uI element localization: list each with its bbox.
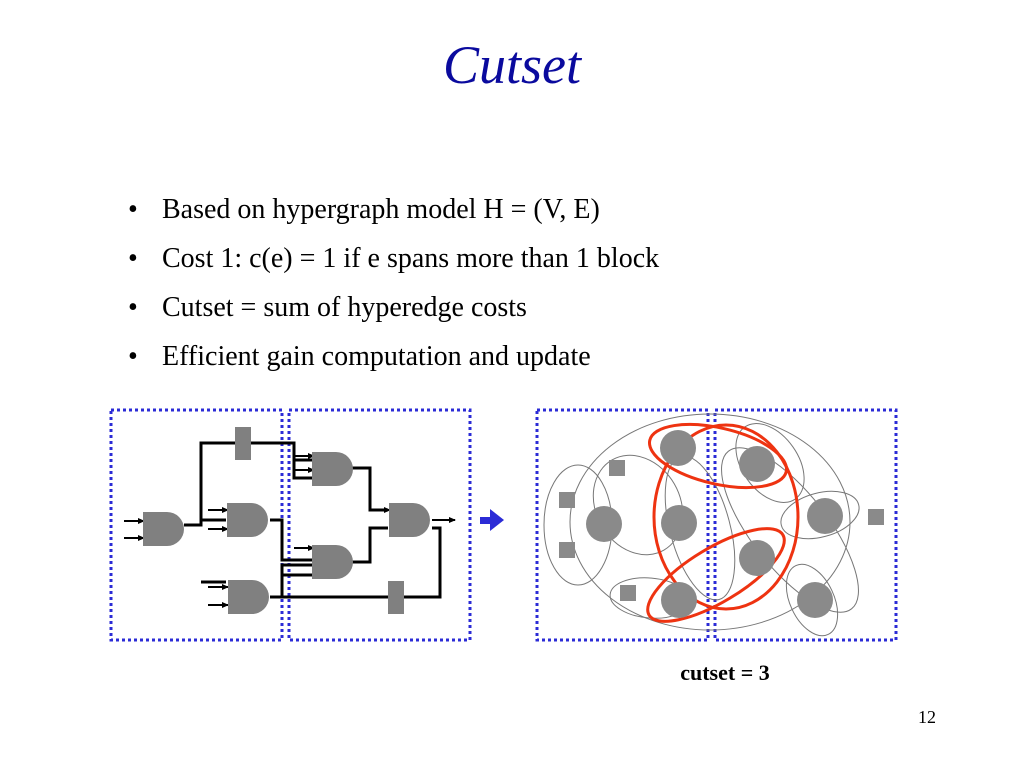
terminal-node <box>559 492 575 508</box>
cell-node <box>739 540 775 576</box>
and-gates <box>143 452 430 614</box>
bullet-list: • Based on hypergraph model H = (V, E) • C… <box>128 190 659 386</box>
bullet-item: • Efficient gain computation and update <box>128 337 659 386</box>
bullet-text: Efficient gain computation and update <box>162 341 591 372</box>
terminal-node <box>559 542 575 558</box>
terminal-node <box>609 460 625 476</box>
cut-hyperedge <box>648 422 788 490</box>
terminal-block <box>235 427 251 460</box>
page-number: 12 <box>918 707 936 727</box>
partition-block-left <box>109 408 284 642</box>
bullet-dot: • <box>128 243 138 274</box>
bullet-dot: • <box>128 341 138 372</box>
and-gate <box>389 503 430 537</box>
partition-block-left <box>535 408 710 642</box>
slide-title: Cutset <box>442 35 581 95</box>
terminal-node <box>620 585 636 601</box>
bullet-text: Cutset = sum of hyperedge costs <box>162 292 527 323</box>
bullet-text: Cost 1: c(e) = 1 if e spans more than 1 … <box>162 243 660 274</box>
cell-node <box>807 498 843 534</box>
cell-node <box>739 446 775 482</box>
circuit-diagram <box>109 408 472 642</box>
hypergraph-diagram <box>535 408 898 642</box>
cell-node <box>586 506 622 542</box>
bullet-item: • Cost 1: c(e) = 1 if e spans more than 1… <box>128 239 659 288</box>
circuit-wires <box>184 441 442 599</box>
bullet-item: • Based on hypergraph model H = (V, E) <box>128 190 659 239</box>
cell-node <box>661 582 697 618</box>
bullet-dot: • <box>128 292 138 323</box>
cell-node <box>661 505 697 541</box>
cell-node <box>660 430 696 466</box>
cut-hyperedges <box>646 422 800 623</box>
cut-hyperedge <box>646 527 786 623</box>
bullet-item: • Cutset = sum of hyperedge costs <box>128 288 659 337</box>
bullet-dot: • <box>128 194 138 225</box>
and-gate <box>312 452 353 486</box>
and-gate <box>312 545 353 579</box>
and-gate <box>228 580 269 614</box>
input-pins <box>124 453 456 608</box>
and-gate <box>143 512 184 546</box>
terminal-block <box>388 581 404 614</box>
terminal-node <box>868 509 884 525</box>
partition-block-right <box>287 408 472 642</box>
cell-node <box>797 582 833 618</box>
bullet-text: Based on hypergraph model H = (V, E) <box>162 194 600 225</box>
terminal-nodes <box>559 460 884 601</box>
cell-nodes <box>586 430 843 618</box>
cutset-label: cutset = 3 <box>680 660 770 685</box>
and-gate <box>227 503 268 537</box>
transform-arrow-icon <box>480 509 504 531</box>
partition-block-right <box>713 408 898 642</box>
cut-hyperedge <box>652 423 800 611</box>
